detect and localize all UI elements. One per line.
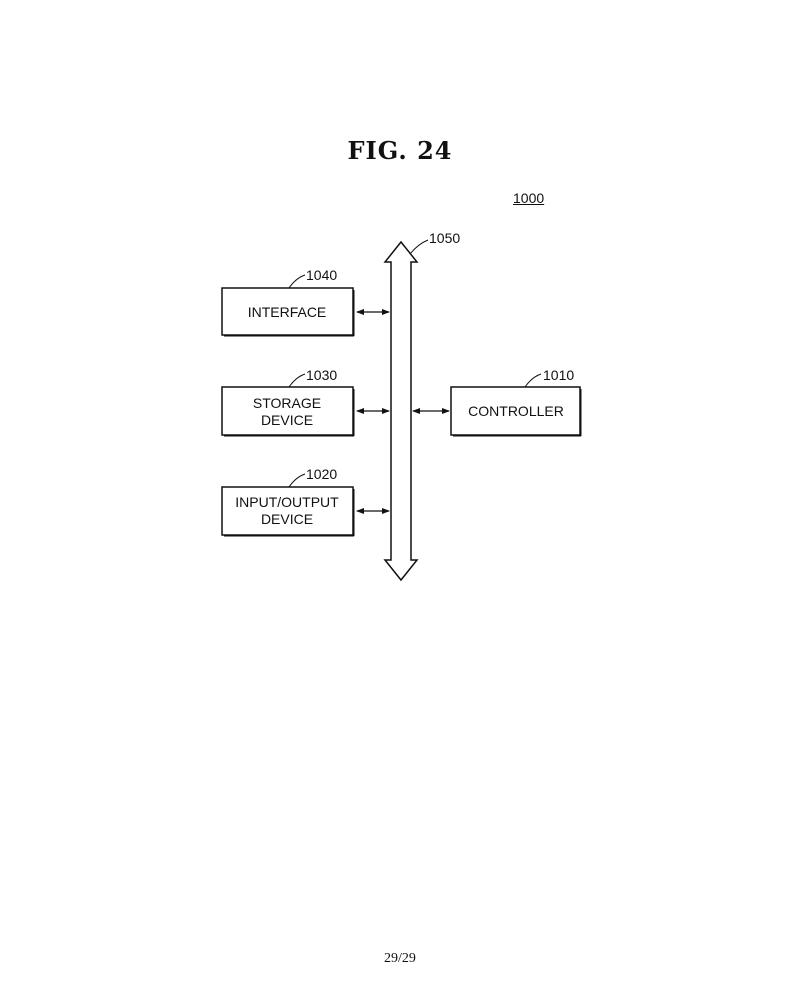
controller-block: CONTROLLER 1010 [412, 367, 582, 437]
io-leader-line [288, 473, 306, 488]
bus-arrow [383, 240, 419, 582]
storage-label-line2: DEVICE [261, 412, 313, 428]
io-label-line1: INPUT/OUTPUT [235, 494, 339, 510]
interface-block: INTERFACE 1040 [221, 267, 390, 337]
figure-title: FIG. 24 [347, 136, 453, 165]
storage-ref-label: 1030 [306, 367, 337, 383]
bus-1050: 1050 [383, 230, 460, 582]
input-output-device-block: INPUT/OUTPUT DEVICE 1020 [221, 466, 390, 537]
controller-label: CONTROLLER [468, 403, 564, 419]
interface-ref-label: 1040 [306, 267, 337, 283]
io-ref-label: 1020 [306, 466, 337, 482]
interface-leader-line [288, 274, 306, 289]
storage-device-block: STORAGE DEVICE 1030 [221, 367, 390, 437]
interface-label: INTERFACE [248, 304, 327, 320]
controller-leader-line [524, 373, 542, 388]
storage-leader-line [288, 373, 306, 388]
storage-label-line1: STORAGE [253, 395, 321, 411]
bus-ref-label: 1050 [429, 230, 460, 246]
page-number: 29/29 [384, 951, 416, 966]
bus-leader-line [409, 239, 429, 255]
io-label-line2: DEVICE [261, 511, 313, 527]
controller-ref-label: 1010 [543, 367, 574, 383]
system-reference-number: 1000 [513, 190, 545, 206]
